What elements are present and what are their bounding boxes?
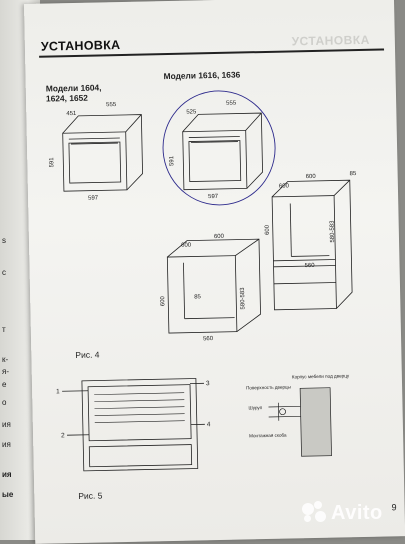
edge-fragment: о xyxy=(2,398,6,408)
edge-fragment: ые xyxy=(2,490,13,500)
oven-front-diagram xyxy=(62,378,206,471)
callout-2: 2 xyxy=(61,432,65,439)
dim-width: 600 xyxy=(214,234,225,240)
dim-inner-height: 580-583 xyxy=(330,220,336,243)
figure-5-caption: Рис. 5 xyxy=(78,490,102,501)
dim-depth: 600 xyxy=(181,243,192,249)
dim-height: 591 xyxy=(169,155,175,166)
dim-base: 560 xyxy=(304,263,315,269)
figure-4-caption: Рис. 4 xyxy=(75,349,99,360)
tall-cabinet-niche xyxy=(272,180,353,310)
dim-height: 600 xyxy=(265,224,271,235)
dim-depth-small: 85 xyxy=(350,171,357,177)
avito-logo-icon xyxy=(300,499,328,527)
dim-top: 555 xyxy=(226,101,237,107)
callout-4: 4 xyxy=(207,421,211,428)
oven-diagram-a xyxy=(62,115,143,192)
callout-1: 1 xyxy=(56,388,60,395)
installation-drawings: 451 555 591 597 525 555 591 597 600 600 … xyxy=(24,0,405,544)
mounting-detail xyxy=(268,388,331,457)
avito-watermark: Avito xyxy=(300,497,398,529)
edge-fragment: ия xyxy=(2,420,11,430)
dim-height: 600 xyxy=(160,295,166,306)
dim-base: 560 xyxy=(203,336,214,342)
edge-fragment: т xyxy=(2,325,6,335)
dim-inner-height: 580-583 xyxy=(240,287,246,310)
oven-diagram-b xyxy=(182,113,263,190)
dim-depth-small: 85 xyxy=(194,294,201,300)
dim-width: 600 xyxy=(306,174,317,180)
under-counter-niche xyxy=(167,239,261,333)
dim-depth: 525 xyxy=(186,109,197,115)
edge-fragment: я- xyxy=(2,367,9,377)
dim-depth: 600 xyxy=(279,183,290,189)
edge-fragment: ия xyxy=(2,440,11,450)
edge-fragment: с xyxy=(2,268,6,278)
label-bracket: Монтажная скоба xyxy=(249,433,287,439)
edge-fragment: е xyxy=(2,380,6,390)
watermark-text: Avito xyxy=(331,502,383,525)
dim-depth: 451 xyxy=(66,111,77,117)
dim-height: 591 xyxy=(49,157,55,168)
dim-top: 555 xyxy=(106,102,117,108)
edge-fragment: ия xyxy=(2,470,12,480)
callout-3: 3 xyxy=(206,380,210,387)
manual-page: УСТАНОВКА УСТАНОВКА Модели 1604, 1624, 1… xyxy=(24,0,405,544)
edge-fragment: к- xyxy=(2,355,8,365)
label-screw: Шуруп xyxy=(248,405,262,410)
dim-bottom: 597 xyxy=(208,194,219,200)
label-surface: Поверхность дверцы xyxy=(246,384,291,390)
label-housing: Корпус мебели под дверцу xyxy=(292,373,350,379)
edge-fragment: s xyxy=(2,236,6,246)
dim-bottom: 597 xyxy=(88,195,99,201)
